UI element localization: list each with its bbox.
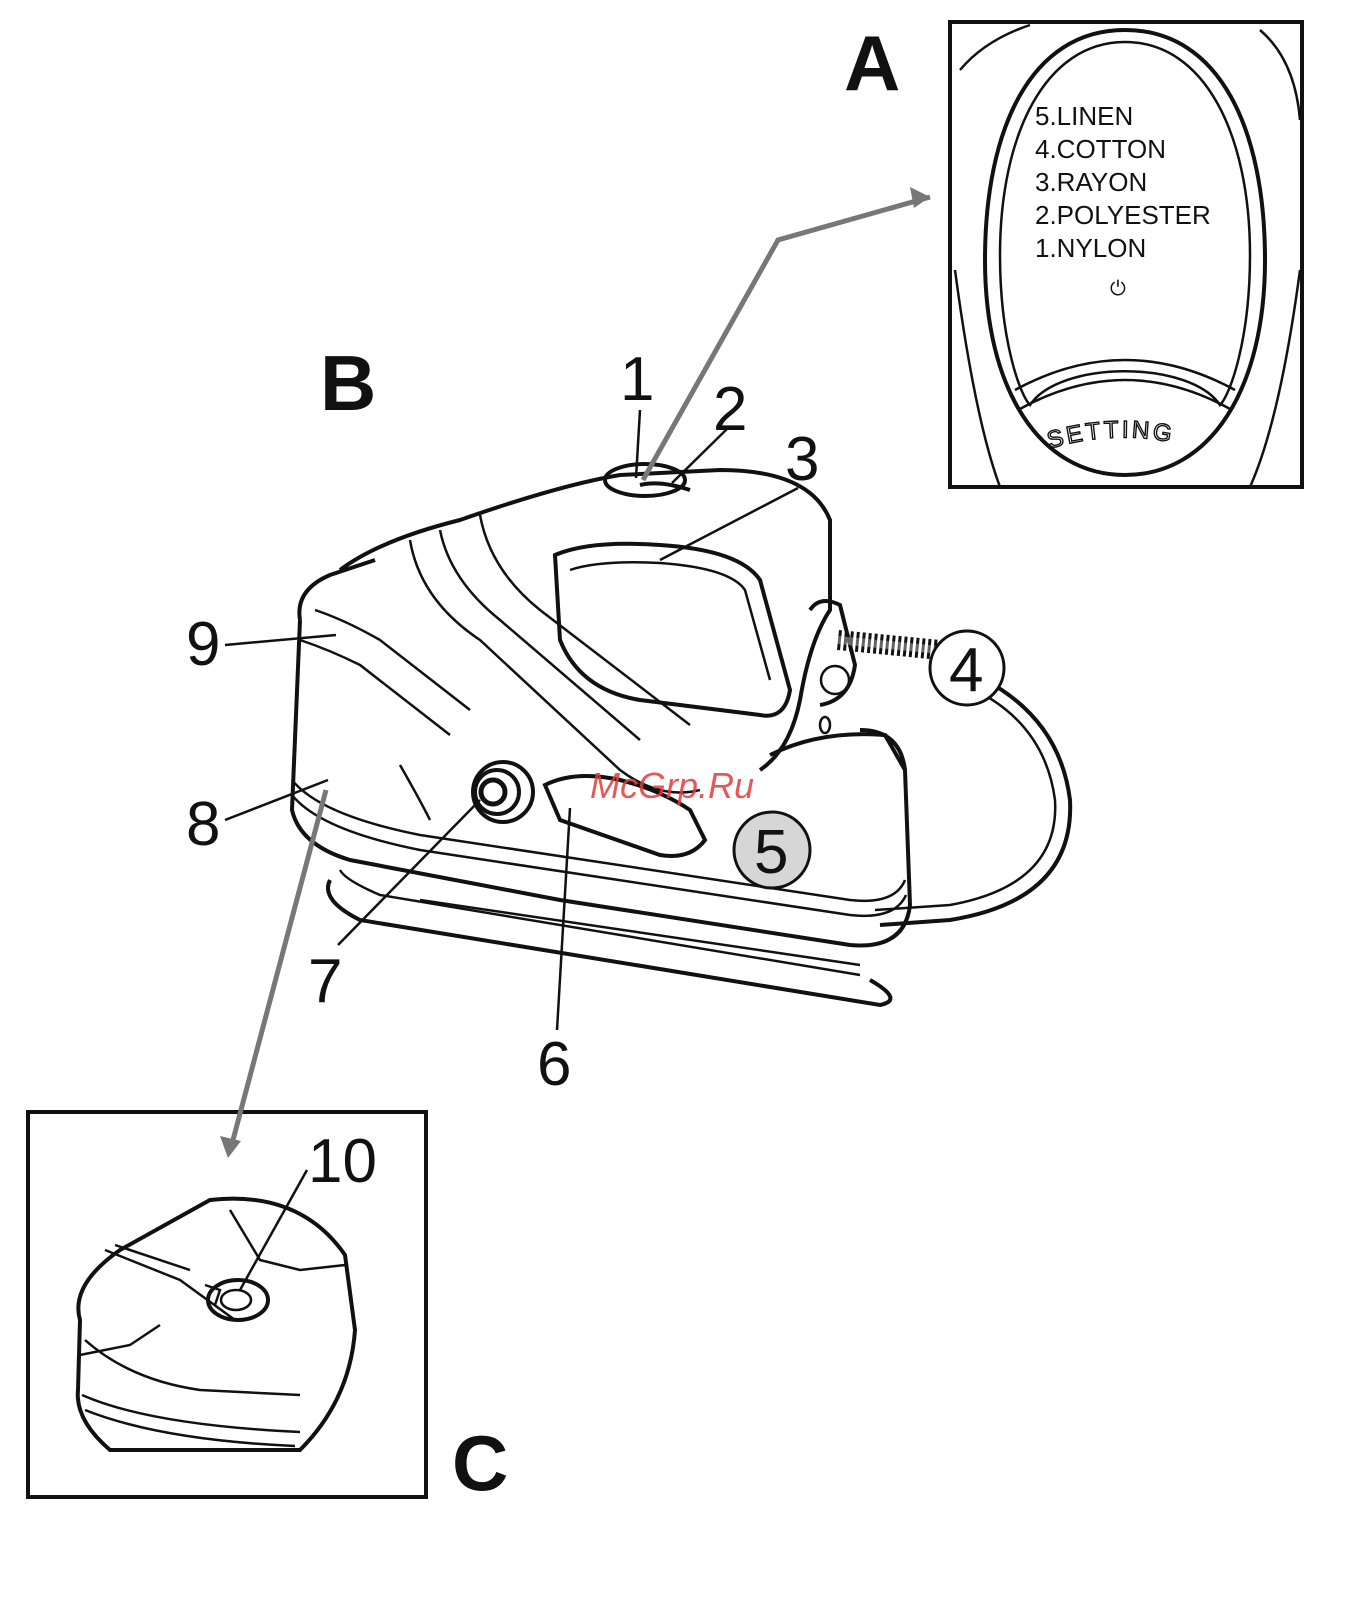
setting-item-cotton: 4.COTTON	[1035, 134, 1166, 164]
callout-7: 7	[308, 947, 342, 1016]
power-icon: ⏻	[1110, 276, 1126, 300]
steam-station-drawing	[292, 464, 1070, 1005]
callout-10: 10	[308, 1127, 377, 1196]
callout-4-badge: 4	[930, 631, 1004, 705]
panel-c: C	[28, 1112, 508, 1507]
watermark: McGrp.Ru	[590, 765, 754, 806]
arrow-head-a	[910, 187, 930, 208]
callout-2: 2	[713, 375, 747, 444]
callout-1: 1	[620, 345, 654, 414]
setting-item-linen: 5.LINEN	[1035, 101, 1133, 131]
setting-item-polyester: 2.POLYESTER	[1035, 200, 1211, 230]
callout-6: 6	[537, 1030, 571, 1099]
setting-item-nylon: 1.NYLON	[1035, 233, 1146, 263]
setting-item-rayon: 3.RAYON	[1035, 167, 1147, 197]
panel-b-letter: B	[320, 339, 376, 427]
panel-c-letter: C	[452, 1419, 508, 1507]
callout-5: 5	[754, 818, 788, 887]
callout-5-badge: 5	[734, 812, 810, 888]
callout-4: 4	[949, 636, 983, 705]
panel-a-letter: A	[844, 19, 900, 107]
hose-spring	[838, 640, 940, 650]
panel-a: A 5.LINEN 4.COTTON 3.RAYON 2.POLYESTER 1…	[844, 19, 1302, 487]
callout-8: 8	[186, 790, 220, 859]
callout-3: 3	[785, 425, 819, 494]
callout-9: 9	[186, 610, 220, 679]
